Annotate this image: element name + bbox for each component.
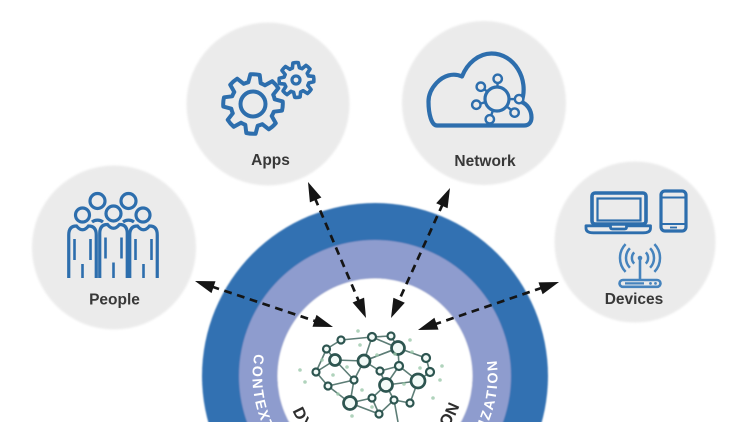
svg-text:Apps: Apps <box>251 152 290 169</box>
svg-text:People: People <box>89 292 140 309</box>
svg-text:Devices: Devices <box>605 291 664 308</box>
svg-text:Network: Network <box>454 153 516 170</box>
